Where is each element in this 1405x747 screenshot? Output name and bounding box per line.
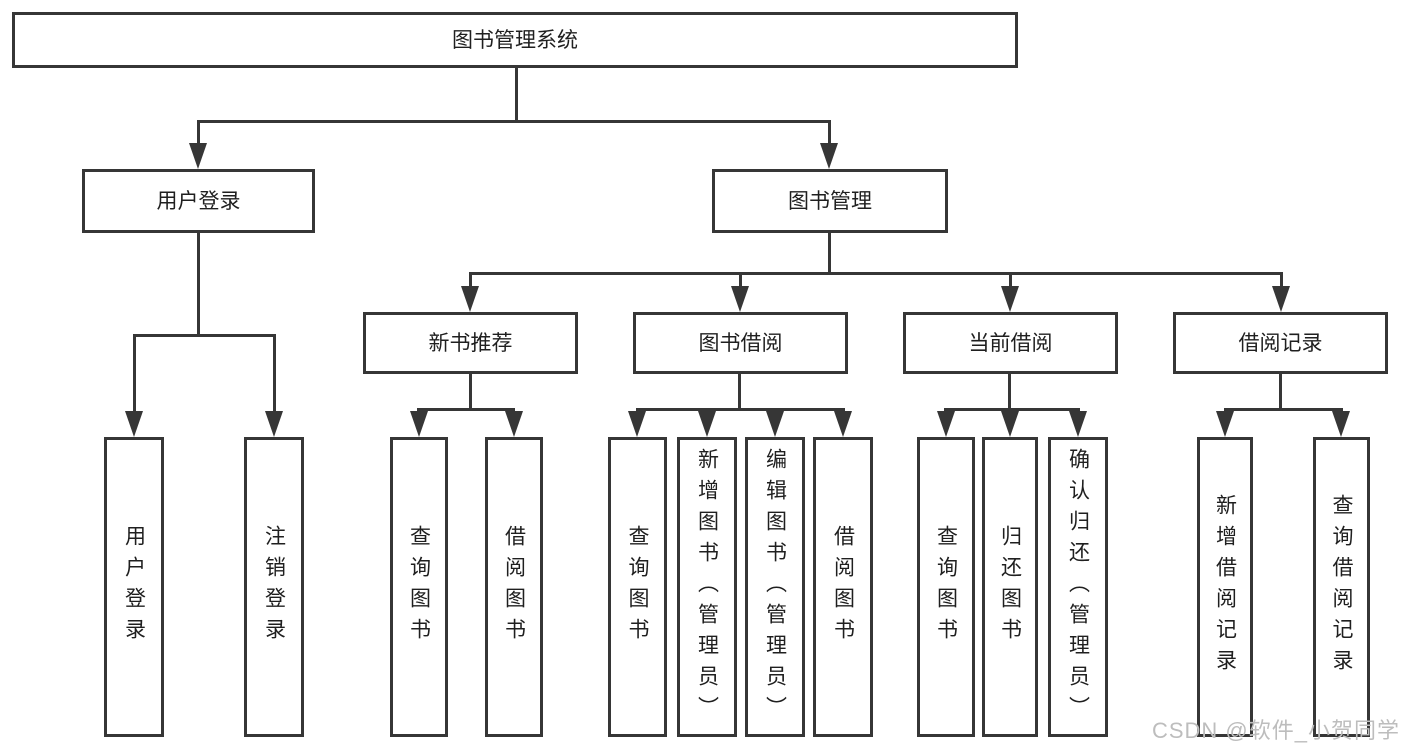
arrow-down-icon (820, 143, 838, 169)
connector-vline (273, 334, 276, 413)
arrow-down-icon (698, 411, 716, 437)
connector-vline (828, 120, 831, 148)
connector-vline (469, 374, 472, 408)
connector-vline (1009, 272, 1012, 288)
connector-hline (133, 334, 276, 337)
connector-vline (1280, 272, 1283, 288)
arrow-down-icon (505, 411, 523, 437)
connector-vline (197, 233, 200, 334)
node-root: 图书管理系统 (12, 12, 1018, 68)
node-book-management: 图书管理 (712, 169, 948, 233)
arrow-down-icon (1069, 411, 1087, 437)
connector-hline (944, 408, 1080, 411)
connector-hline (1224, 408, 1343, 411)
leaf-newbook-borrow-books: 借阅图书 (485, 437, 543, 737)
leaf-borrowing-borrow-books: 借阅图书 (813, 437, 873, 737)
arrow-down-icon (410, 411, 428, 437)
leaf-borrowing-add-books-admin: 新增图书（管理员） (677, 437, 737, 737)
node-user-login: 用户登录 (82, 169, 315, 233)
arrow-down-icon (1216, 411, 1234, 437)
connector-vline (1279, 374, 1282, 408)
arrow-down-icon (766, 411, 784, 437)
arrow-down-icon (189, 143, 207, 169)
arrow-down-icon (265, 411, 283, 437)
connector-hline (469, 272, 1283, 275)
arrow-down-icon (1001, 411, 1019, 437)
node-current-borrowing: 当前借阅 (903, 312, 1118, 374)
arrow-down-icon (1272, 286, 1290, 312)
connector-vline (1008, 374, 1011, 408)
leaf-user-login: 用户登录 (104, 437, 164, 737)
arrow-down-icon (834, 411, 852, 437)
leaf-records-add-record: 新增借阅记录 (1197, 437, 1253, 737)
node-borrowing-records: 借阅记录 (1173, 312, 1388, 374)
arrow-down-icon (937, 411, 955, 437)
leaf-borrowing-query-books: 查询图书 (608, 437, 667, 737)
arrow-down-icon (461, 286, 479, 312)
connector-vline (828, 233, 831, 272)
arrow-down-icon (628, 411, 646, 437)
connector-vline (739, 272, 742, 288)
connector-hline (417, 408, 515, 411)
connector-vline (469, 272, 472, 288)
leaf-logout: 注销登录 (244, 437, 304, 737)
leaf-borrowing-edit-books-admin: 编辑图书（管理员） (745, 437, 805, 737)
connector-vline (515, 68, 518, 120)
leaf-records-query-record: 查询借阅记录 (1313, 437, 1370, 737)
connector-hline (197, 120, 831, 123)
leaf-current-confirm-return-admin: 确认归还（管理员） (1048, 437, 1108, 737)
connector-hline (636, 408, 845, 411)
arrow-down-icon (1332, 411, 1350, 437)
leaf-newbook-query-books: 查询图书 (390, 437, 448, 737)
connector-vline (197, 120, 200, 148)
node-book-borrowing: 图书借阅 (633, 312, 848, 374)
csdn-watermark: CSDN @软件_小贺同学 (1151, 718, 1400, 743)
arrow-down-icon (731, 286, 749, 312)
leaf-current-return-books: 归还图书 (982, 437, 1038, 737)
leaf-current-query-books: 查询图书 (917, 437, 975, 737)
connector-vline (738, 374, 741, 408)
arrow-down-icon (125, 411, 143, 437)
arrow-down-icon (1001, 286, 1019, 312)
node-new-book-recommend: 新书推荐 (363, 312, 578, 374)
connector-vline (133, 334, 136, 413)
